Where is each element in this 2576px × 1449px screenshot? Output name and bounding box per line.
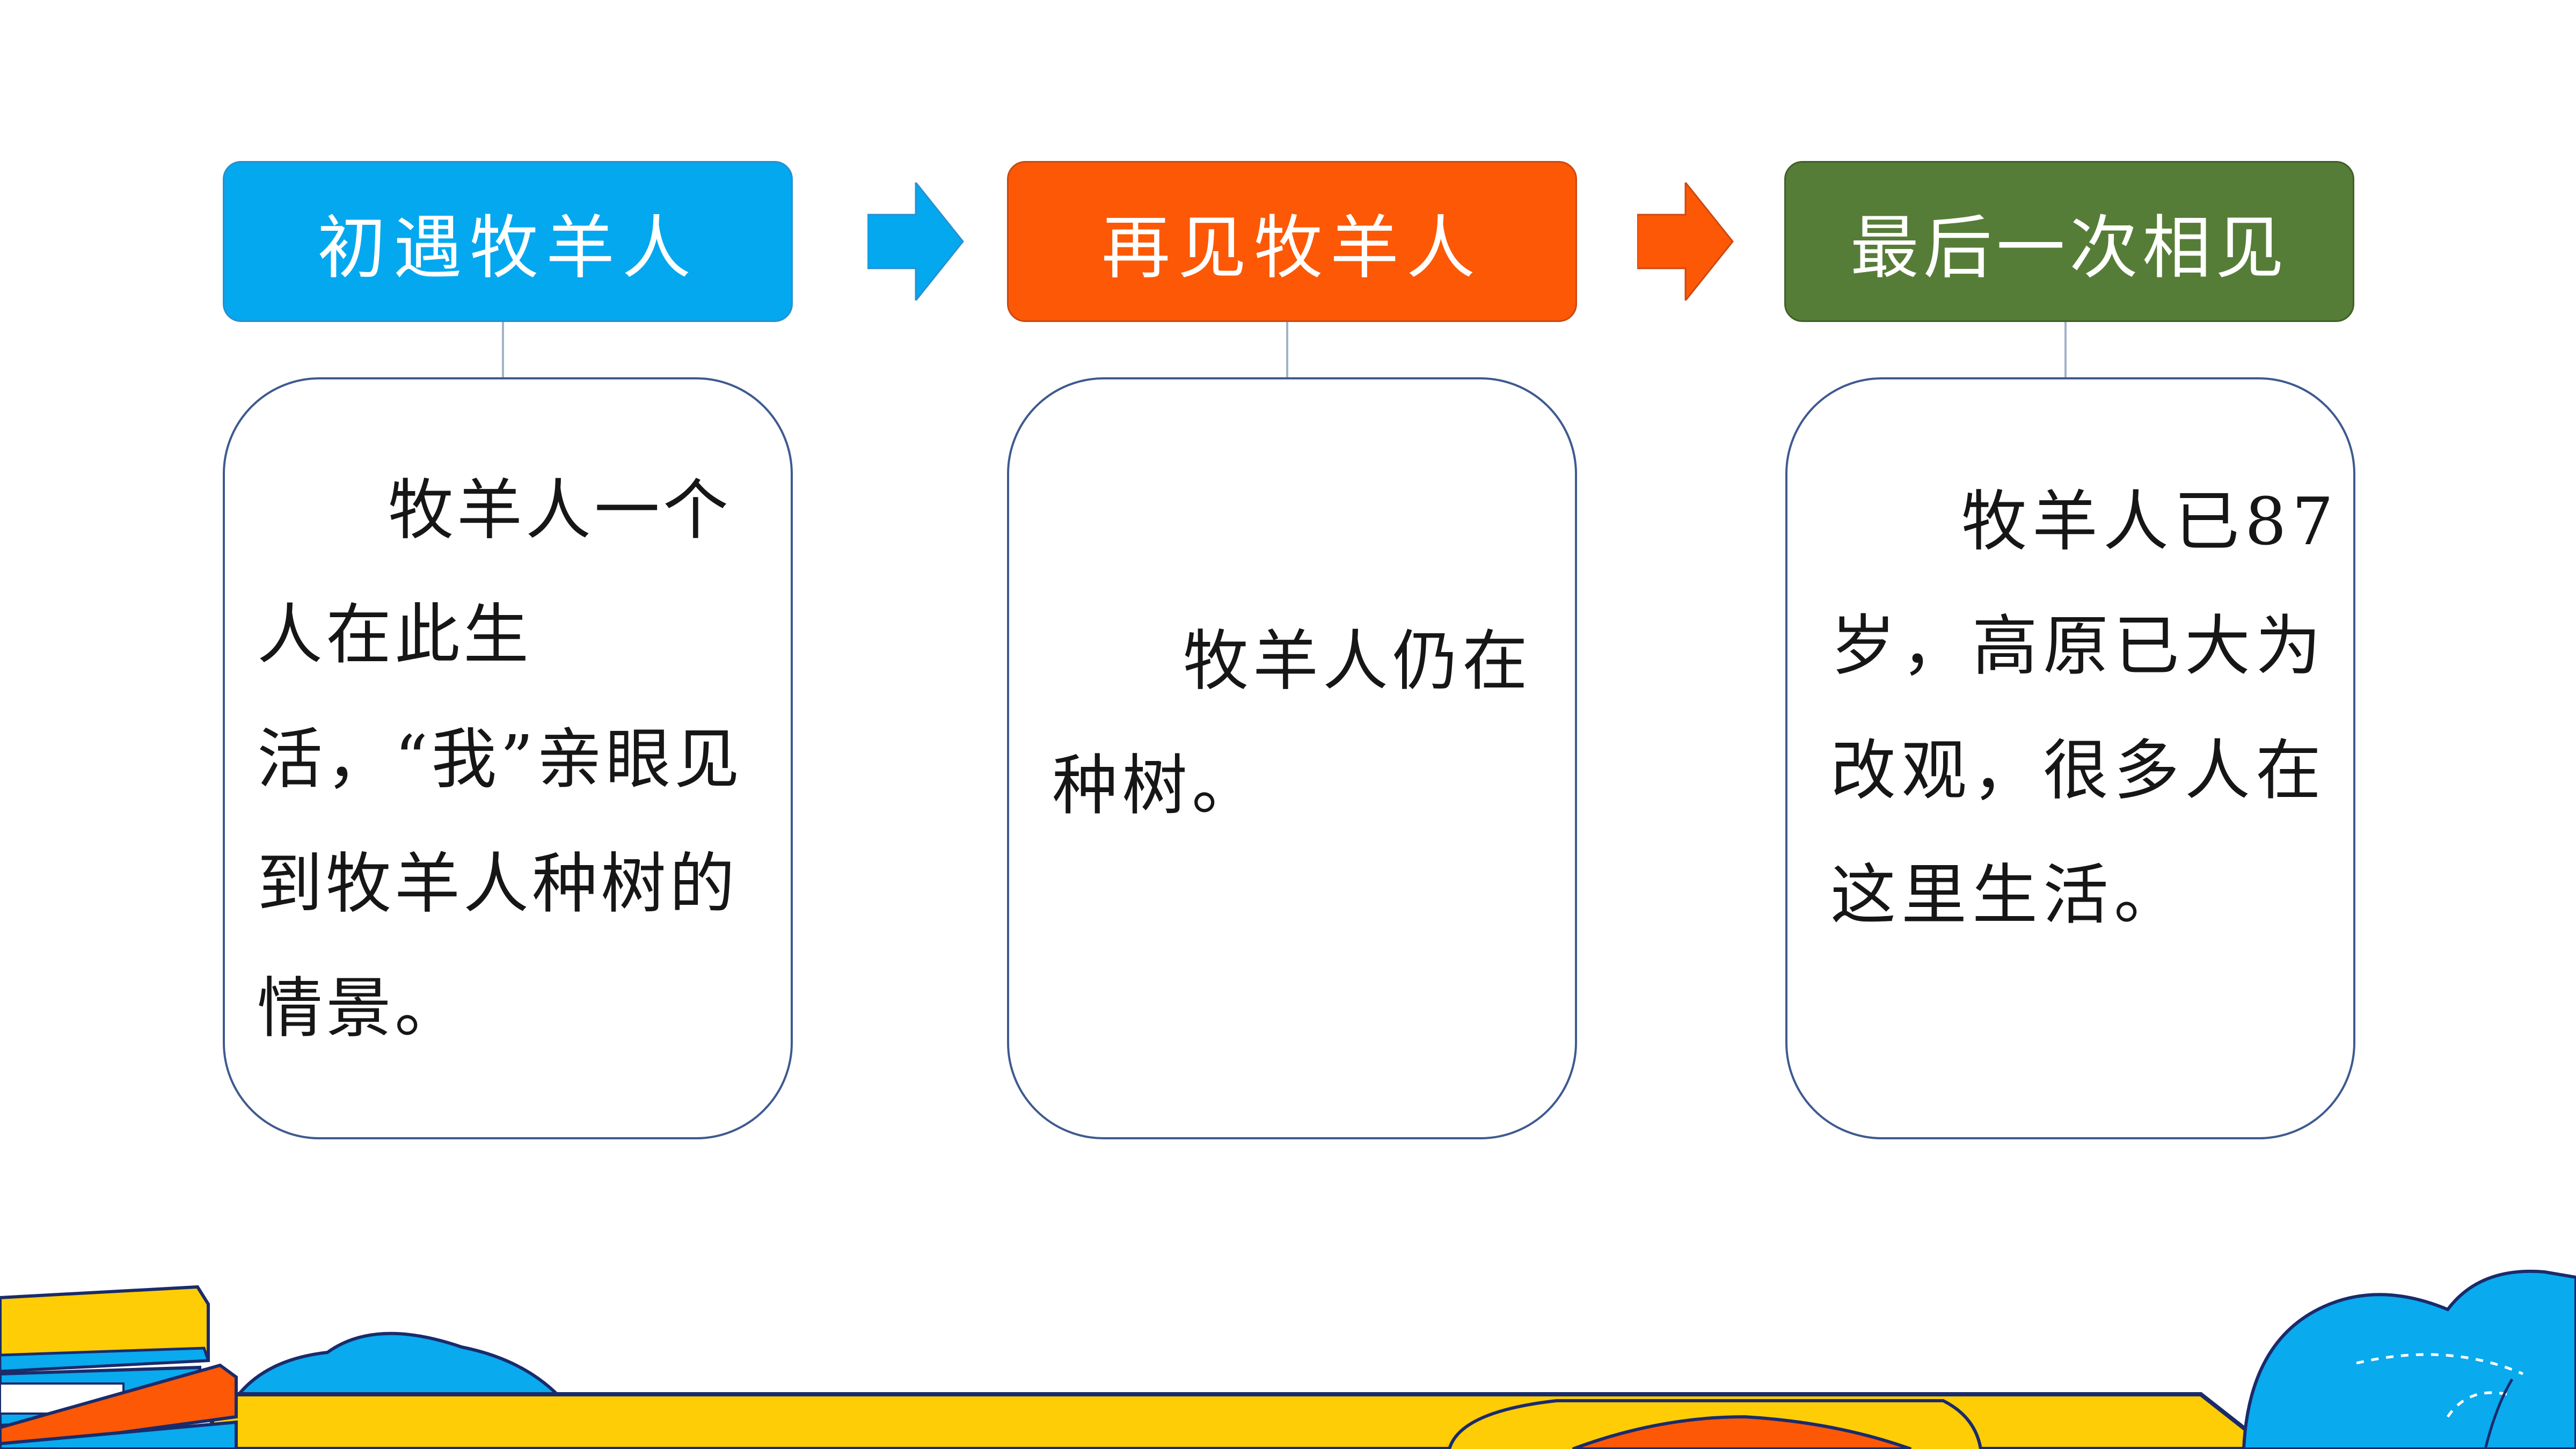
orange-ball-illustration [1572,1415,1912,1449]
stage-1-header: 初遇牧羊人 [223,161,793,322]
cloud-line-detail [2484,1378,2514,1449]
stage-3-header: 最后一次相见 [1784,161,2354,322]
right-arrow-icon [867,182,964,301]
stage-2-header: 再见牧羊人 [1007,161,1577,322]
stage-2-description: 牧羊人仍在种树。 [1052,623,1532,824]
book-illustration [0,1420,238,1449]
stage-2-connector [1286,322,1288,379]
stage-3-card: 牧羊人已87岁，高原已大为改观，很多人在这里生活。 [1785,377,2355,1139]
stage-1-description: 牧羊人一个人在此生活，“我”亲眼见到牧羊人种树的情景。 [257,472,743,1046]
cloud-dash-detail [2446,1391,2513,1418]
right-arrow-icon [1637,182,1734,301]
stage-3-connector [2064,322,2067,379]
stage-1-connector [502,322,504,379]
stage-3-description: 牧羊人已87岁，高原已大为改观，很多人在这里生活。 [1830,484,2339,933]
stage-1-title: 初遇牧羊人 [317,208,698,288]
book-illustration [0,1363,238,1449]
stage-3-title: 最后一次相见 [1850,208,2288,288]
book-cover-illustration [0,1346,210,1373]
stage-1-card: 牧羊人一个人在此生活，“我”亲眼见到牧羊人种树的情景。 [223,377,793,1139]
right-cloud-illustration [2242,1269,2576,1449]
stage-2-title: 再见牧羊人 [1101,208,1483,288]
stage-2-card: 牧羊人仍在种树。 [1007,377,1577,1139]
